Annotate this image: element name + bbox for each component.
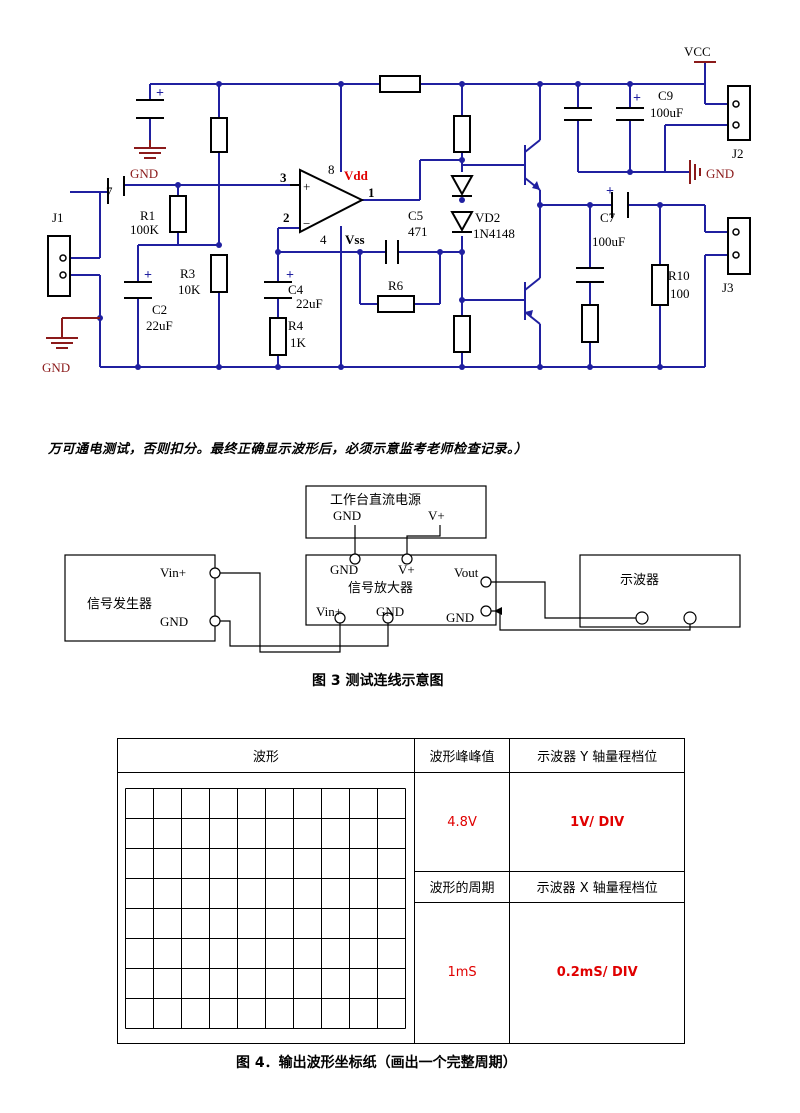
input-cap-mark: 7	[106, 184, 113, 199]
amp-title: 信号放大器	[348, 581, 413, 596]
c9-value: 100uF	[650, 105, 683, 120]
svg-text:+: +	[633, 91, 641, 106]
gnd-right-label: GND	[706, 166, 734, 181]
wire-vin	[218, 572, 341, 653]
vcc-label: VCC	[684, 44, 711, 59]
amp-vout: Vout	[454, 565, 479, 580]
c2-value: 22uF	[146, 318, 173, 333]
diode-symbols	[450, 175, 474, 233]
r6-label: R6	[388, 278, 404, 293]
oscilloscope-box	[579, 554, 741, 628]
amp-gnd-right: GND	[446, 610, 474, 625]
y-range-value: 1V/ DIV	[509, 772, 685, 873]
op-amp-symbol	[299, 168, 365, 234]
generator-vin: Vin+	[160, 565, 186, 580]
x-range-value: 0.2mS/ DIV	[509, 901, 685, 1045]
r1-label: R1	[140, 208, 155, 223]
c9-label: C9	[658, 88, 673, 103]
r4-label: R4	[288, 318, 304, 333]
coordinate-paper[interactable]	[125, 787, 407, 1029]
y-range-header: 示波器 Y 轴量程档位	[509, 737, 685, 774]
r3-label: R3	[180, 266, 195, 281]
c7-value: 100uF	[592, 234, 625, 249]
wire-vplus-supply	[406, 525, 441, 558]
r4-value: 1K	[290, 335, 307, 350]
c5-value: 471	[408, 224, 428, 239]
wire-vout	[490, 581, 638, 619]
generator-title: 信号发生器	[87, 596, 152, 612]
pin2-label: 2	[283, 210, 290, 225]
gnd-top-label: GND	[130, 166, 158, 181]
scope-title: 示波器	[620, 573, 659, 588]
power-supply-gnd: GND	[333, 508, 361, 523]
pp-value: 4.8V	[413, 772, 511, 873]
c2-label: C2	[152, 302, 167, 317]
power-supply-title: 工作台直流电源	[330, 493, 421, 508]
polarity-marks: + + + + +	[144, 86, 641, 283]
pp-header: 波形峰峰值	[413, 737, 511, 774]
pin4-label: 4	[320, 232, 327, 247]
svg-text:+: +	[144, 268, 152, 283]
vd2-value: 1N4148	[473, 226, 515, 241]
gnd-bottom-label: GND	[42, 360, 70, 375]
period-header: 波形的周期	[413, 871, 511, 903]
pin8-label: 8	[328, 162, 335, 177]
amp-vplus: V+	[398, 562, 415, 577]
terminal-circles	[209, 553, 697, 627]
waveform-header: 波形	[117, 737, 415, 774]
r10-value: 100	[670, 286, 690, 301]
pin1-label: 1	[368, 185, 375, 200]
c7-label: C7	[600, 210, 616, 225]
amp-gnd-bottom: GND	[376, 604, 404, 619]
capacitor-plates	[107, 99, 644, 299]
pin3-label: 3	[280, 170, 287, 185]
grid-lines	[125, 787, 407, 1029]
power-supply-vplus: V+	[428, 508, 445, 523]
figure3-caption: 图 3 测试连线示意图	[312, 673, 444, 689]
test-wiring-diagram: 工作台直流电源 GND V+ 信号发生器 Vin+ GND GND V+ 信号放…	[64, 485, 741, 653]
waveform-record-table: 波形 波形峰峰值 示波器 Y 轴量程档位 4.8V 1V/ DIV 波形的周期 …	[117, 737, 685, 1045]
resistor-bodies	[169, 75, 669, 356]
op-minus-label: −	[303, 216, 310, 231]
npn-arrow-icon	[532, 181, 540, 190]
amp-vin: Vin+	[316, 604, 342, 619]
j1-label: J1	[52, 210, 64, 225]
wire-gnd-gen	[218, 620, 389, 647]
r10-label: R10	[668, 268, 690, 283]
j3-label: J3	[722, 280, 734, 295]
exam-notice: 万可通电测试，否则扣分。最终正确显示波形后，必须示意监考老师检查记录。）	[48, 442, 528, 457]
period-value: 1mS	[413, 901, 511, 1045]
connector-pins	[59, 100, 740, 279]
power-supply-box	[305, 485, 487, 539]
waveform-grid-cell	[117, 772, 415, 1044]
c5-label: C5	[408, 208, 423, 223]
c4-label: C4	[288, 282, 304, 297]
amplifier-box	[305, 554, 497, 626]
signal-generator-box	[64, 554, 216, 642]
c4-value: 22uF	[296, 296, 323, 311]
op-plus-label: +	[303, 179, 310, 194]
vd2-label: VD2	[475, 210, 500, 225]
x-range-header: 示波器 X 轴量程档位	[509, 871, 685, 903]
pnp-arrow-icon	[525, 310, 533, 318]
connector-bodies	[47, 85, 751, 297]
svg-text:+: +	[286, 268, 294, 283]
vss-label: Vss	[345, 232, 365, 247]
j2-label: J2	[732, 146, 744, 161]
r3-value: 10K	[178, 282, 201, 297]
svg-text:+: +	[606, 184, 614, 199]
junction-dots	[97, 81, 663, 370]
r1-value: 100K	[130, 222, 160, 237]
generator-gnd: GND	[160, 614, 188, 629]
amp-gnd-top: GND	[330, 562, 358, 577]
svg-text:+: +	[156, 86, 164, 101]
gnd-arrow-icon	[494, 607, 502, 615]
vdd-label: Vdd	[344, 168, 369, 183]
ground-symbols	[46, 61, 716, 349]
amplifier-schematic: +++ ++ VCC C9 100uF J2 GND GND GND J1 7 …	[42, 44, 751, 375]
figure4-caption: 图 4．输出波形坐标纸（画出一个完整周期）	[236, 1055, 517, 1071]
